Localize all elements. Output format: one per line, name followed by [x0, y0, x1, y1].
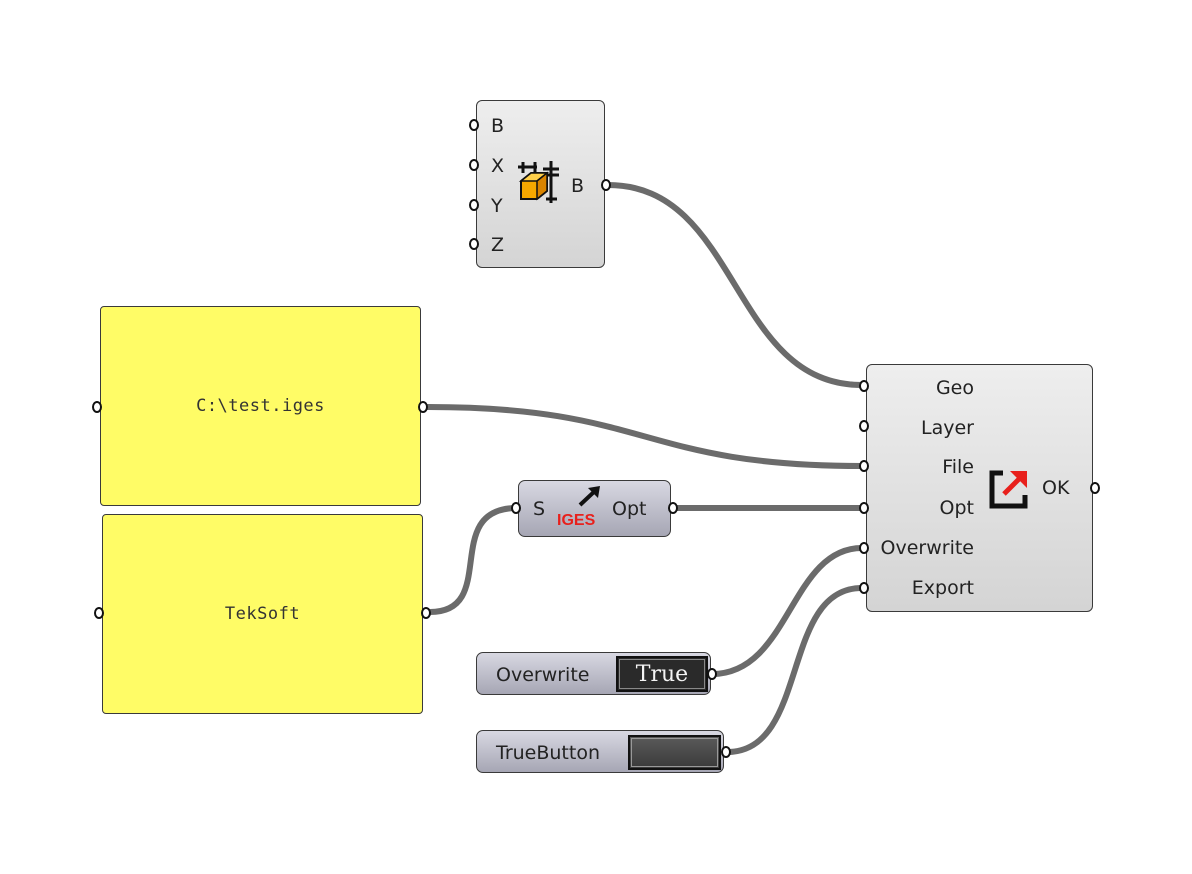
- export-input-port-export[interactable]: [859, 582, 869, 594]
- file-panel-input-port[interactable]: [92, 401, 102, 413]
- iges-input-port-s[interactable]: [511, 502, 521, 514]
- input-z-label: Z: [491, 234, 505, 256]
- iges-input-s-label: S: [533, 498, 546, 520]
- output-b-label: B: [571, 175, 585, 197]
- box-component[interactable]: B X Y Z B: [476, 100, 605, 268]
- wire-button-to-export: [724, 585, 865, 755]
- input-y-label: Y: [491, 195, 503, 217]
- export-input-port-overwrite[interactable]: [859, 542, 869, 554]
- export-arrow-icon: [578, 486, 600, 507]
- box-output-port-b[interactable]: [601, 179, 611, 191]
- input-geo-label: Geo: [935, 377, 974, 399]
- export-output-port-ok[interactable]: [1090, 482, 1100, 494]
- iges-output-opt-label: Opt: [612, 498, 647, 520]
- input-layer-label: Layer: [921, 417, 974, 439]
- iges-options-component[interactable]: S Opt IGES: [518, 480, 671, 537]
- author-panel-output-port[interactable]: [421, 607, 431, 619]
- button-face[interactable]: [628, 735, 721, 770]
- export-input-port-layer[interactable]: [859, 420, 869, 432]
- button-label: TrueButton: [496, 742, 600, 764]
- wire-file-to-file: [425, 404, 865, 469]
- iges-output-port-opt[interactable]: [668, 502, 678, 514]
- iges-icon-text: IGES: [557, 512, 596, 529]
- box-input-port-x[interactable]: [469, 159, 479, 171]
- file-panel-output-port[interactable]: [418, 401, 428, 413]
- input-file-label: File: [942, 456, 974, 478]
- output-ok-label: OK: [1042, 477, 1070, 499]
- input-overwrite-label: Overwrite: [880, 537, 974, 559]
- export-component[interactable]: Geo Layer File Opt Overwrite Export OK: [866, 364, 1093, 612]
- author-panel-input-port[interactable]: [94, 607, 104, 619]
- file-path-text: C:\test.iges: [196, 396, 325, 416]
- box-input-port-y[interactable]: [469, 199, 479, 211]
- author-panel[interactable]: TekSoft: [102, 514, 423, 714]
- true-button-component[interactable]: TrueButton: [476, 730, 724, 773]
- wire-box-to-geo: [605, 182, 865, 388]
- toggle-value[interactable]: True: [616, 656, 708, 692]
- export-input-port-opt[interactable]: [859, 502, 869, 514]
- wire-author-to-s: [427, 505, 520, 615]
- toggle-output-port[interactable]: [707, 668, 717, 680]
- input-export-label: Export: [911, 577, 974, 599]
- input-opt-label: Opt: [939, 497, 974, 519]
- file-path-panel[interactable]: C:\test.iges: [100, 306, 421, 506]
- box-input-port-b[interactable]: [469, 119, 479, 131]
- box-align-icon: [518, 161, 559, 203]
- export-input-port-file[interactable]: [859, 460, 869, 472]
- input-x-label: X: [491, 155, 505, 177]
- author-text: TekSoft: [224, 604, 301, 624]
- button-output-port[interactable]: [721, 746, 731, 758]
- wire-toggle-to-overwrite: [709, 545, 865, 677]
- export-input-port-geo[interactable]: [859, 380, 869, 392]
- input-b-label: B: [491, 115, 505, 137]
- box-input-port-z[interactable]: [469, 238, 479, 250]
- export-icon: [989, 470, 1028, 509]
- overwrite-toggle[interactable]: Overwrite True: [476, 652, 711, 695]
- toggle-label: Overwrite: [496, 664, 590, 686]
